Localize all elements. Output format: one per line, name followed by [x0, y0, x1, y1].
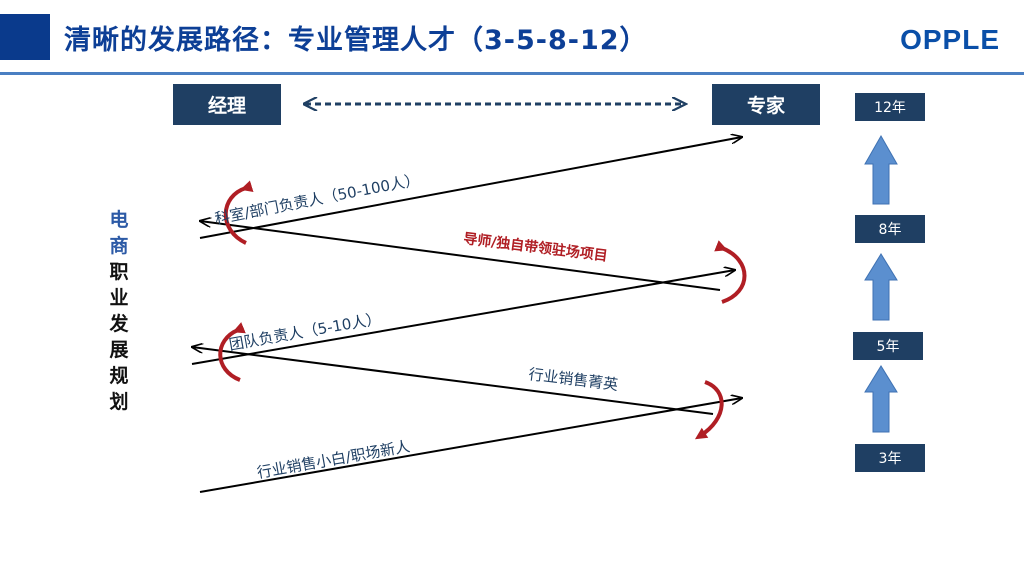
manager-track-box: 经理: [173, 84, 281, 125]
opple-logo: OPPLE: [900, 24, 1000, 55]
year-box-3: 3年: [855, 444, 925, 472]
year-up-arrow-3: [864, 134, 898, 205]
title-accent-block: [0, 14, 50, 60]
expert-track-box: 专家: [712, 84, 820, 125]
year-box-5: 5年: [853, 332, 923, 360]
vertical-label-ecommerce: 电商: [109, 209, 129, 257]
turn-arrow-2: [218, 322, 246, 382]
year-box-12: 12年: [855, 93, 925, 121]
page-title: 清晰的发展路径：专业管理人才（3-5-8-12）: [64, 25, 648, 56]
label-dept-head: 科室/部门负责人（50-100人）: [213, 171, 421, 228]
year-up-arrow-1: [864, 365, 898, 433]
year-box-8: 8年: [855, 215, 925, 243]
turn-arrow-3: [714, 240, 747, 304]
label-team-head: 团队负责人（5-10人）: [228, 309, 383, 353]
career-plan-vertical-label: 电商 职业发展规划: [106, 207, 132, 415]
turn-arrow-4: [223, 180, 254, 245]
vertical-label-career: 职业发展规划: [109, 261, 129, 413]
label-elite: 行业销售菁英: [528, 365, 620, 394]
path-line-5: [199, 137, 742, 239]
path-line-3: [191, 270, 735, 365]
path-line-4: [200, 221, 721, 291]
turn-arrow-1: [694, 380, 724, 440]
year-up-arrow-2: [864, 253, 898, 321]
header-divider: [0, 72, 1024, 75]
path-line-1: [199, 398, 742, 493]
path-line-2: [192, 347, 714, 415]
